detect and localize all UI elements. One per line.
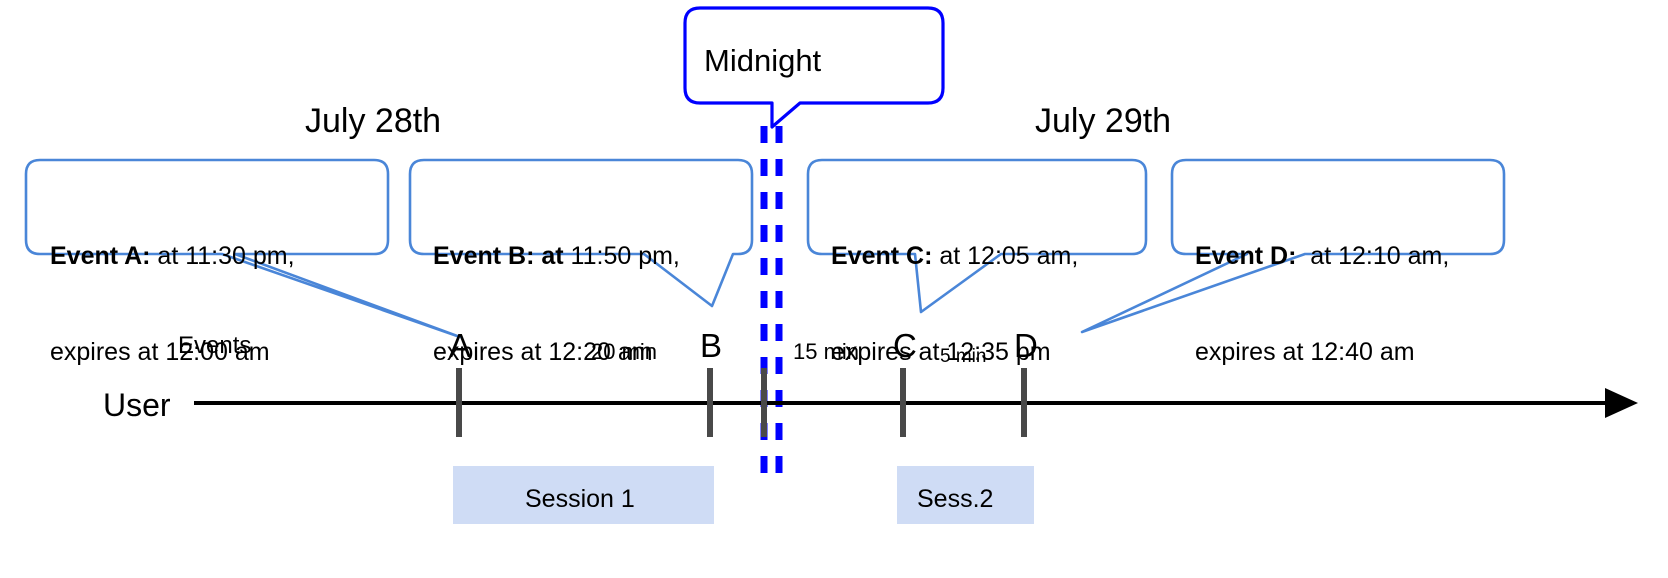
callout-event-c-text: Event C: at 12:05 am, expires at 12:35 p… [831, 176, 1078, 432]
callout-a-shape[interactable] [24, 158, 462, 339]
callout-c-line2: expires at 12:35 pm [831, 338, 1051, 366]
date-july-29: July 29th [1035, 102, 1172, 140]
event-ticks [456, 368, 1027, 437]
midnight-callout-shape[interactable] [683, 6, 945, 129]
gap-a-b-label: 20 min [591, 339, 658, 364]
callout-a-bold: Event A: [50, 242, 151, 270]
event-marker-b: B [700, 327, 723, 364]
callout-event-d-text: Event D: at 12:10 am, expires at 12:40 a… [1195, 176, 1449, 432]
session-box-2-label: Sess.2 [917, 485, 994, 513]
callout-b-line2: expires at 12:20 am [433, 338, 653, 366]
callout-b-line1: 11:50 pm, [563, 242, 680, 270]
event-marker-a: A [449, 327, 472, 364]
timeline-arrowhead [1605, 388, 1638, 418]
callout-d-shape[interactable] [1080, 158, 1506, 334]
callout-d-bold: Event D: [1195, 242, 1297, 270]
callout-c-bold: Event C: [831, 242, 933, 270]
callout-d-line1: at 12:10 am, [1296, 242, 1450, 270]
callout-d-line2: expires at 12:40 am [1195, 338, 1415, 366]
user-row-label: User [103, 387, 171, 423]
callout-a-line1: at 11:30 pm, [150, 242, 295, 270]
callout-b-bold: Event B: at [433, 242, 564, 270]
gap-c-d-label: 5 min [940, 346, 987, 367]
date-july-28: July 28th [305, 102, 442, 140]
callout-c-line1: at 12:05 am, [932, 242, 1079, 270]
midnight-marker-line [760, 126, 783, 478]
event-marker-d: D [1014, 327, 1038, 364]
events-row-label: Events [178, 332, 252, 359]
callout-event-a-text: Event A: at 11:30 pm, expires at 12:00 a… [50, 176, 295, 432]
session-box-1-label: Session 1 [525, 485, 635, 513]
callout-event-b-text: Event B: at 11:50 pm, expires at 12:20 a… [433, 176, 680, 432]
event-marker-c: C [893, 327, 917, 364]
session-box-2-rect [897, 466, 1034, 524]
callout-c-shape[interactable] [806, 158, 1148, 314]
midnight-label: Midnight [704, 43, 822, 78]
session-box-1-rect [453, 466, 714, 524]
callout-b-shape[interactable] [408, 158, 754, 308]
gap-b-c-label: 15 min [793, 339, 860, 364]
callout-a-line2: expires at 12:00 am [50, 338, 270, 366]
